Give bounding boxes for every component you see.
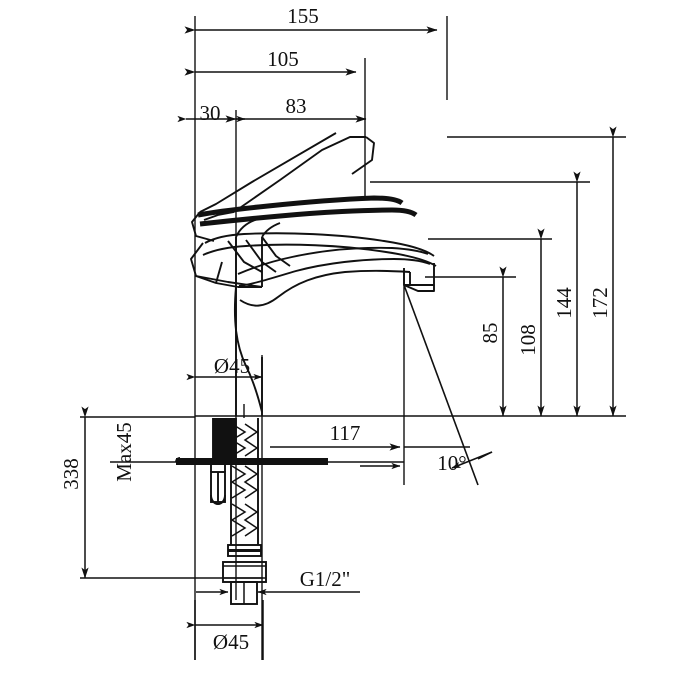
- dim-diameter-bottom-label: Ø45: [213, 630, 249, 654]
- dim-144-label: 144: [552, 287, 576, 319]
- dimension-labels: 155 105 30 83 85 108 144 172 338 Max45 1…: [59, 4, 612, 654]
- faucet-lever-handle: [191, 132, 418, 273]
- dim-83-label: 83: [286, 94, 307, 118]
- dim-angle-label: 10°: [437, 451, 466, 475]
- extension-lines: [194, 16, 448, 660]
- horizontal-reference-lines: [80, 136, 626, 579]
- faucet-body-outline: [233, 246, 435, 416]
- dim-117-label: 117: [330, 421, 361, 445]
- flexible-supply-hose: [222, 404, 267, 605]
- dim-30-label: 30: [200, 101, 221, 125]
- dim-diameter-bottom: [186, 600, 264, 660]
- dim-diameter-top-label: Ø45: [214, 354, 250, 378]
- dim-105-label: 105: [267, 47, 299, 71]
- note-max45-label: Max45: [112, 422, 136, 482]
- hose-braid-texture: [230, 423, 259, 537]
- faucet-cartridge-housing: [190, 232, 437, 288]
- note-thread-label: G1/2": [300, 567, 351, 591]
- mounting-shank: [175, 418, 328, 505]
- dim-117: [270, 443, 401, 470]
- dim-172-label: 172: [588, 287, 612, 319]
- dim-338-label: 338: [59, 458, 83, 490]
- dim-155-label: 155: [287, 4, 319, 28]
- dim-angle-10: [403, 284, 493, 486]
- dim-85-label: 85: [478, 323, 502, 344]
- dim-108-label: 108: [516, 324, 540, 356]
